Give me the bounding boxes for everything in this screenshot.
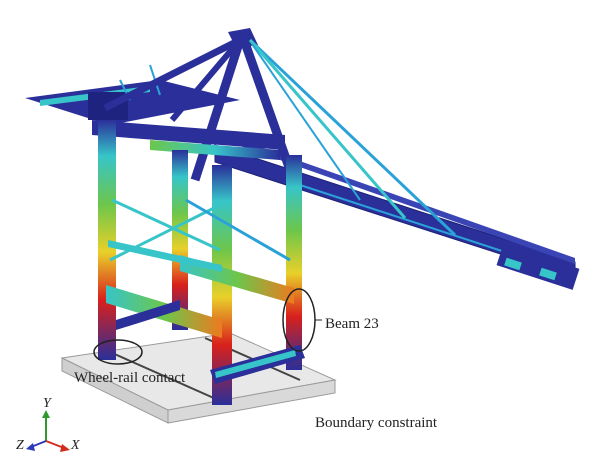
z-axis-label: Z xyxy=(16,438,24,453)
crane-leg-front-left xyxy=(98,120,116,360)
x-axis-label: X xyxy=(71,438,80,453)
wheel-rail-contact-label: Wheel-rail contact xyxy=(74,370,186,386)
beam-23-label: Beam 23 xyxy=(325,316,379,332)
boundary-constraint-label: Boundary constraint xyxy=(315,415,438,431)
upper-cross-beam xyxy=(92,120,285,160)
bottom-sill-beam xyxy=(210,345,305,384)
y-axis-label: Y xyxy=(43,396,51,411)
axis-triad xyxy=(26,410,70,452)
portal-beams xyxy=(106,198,294,338)
boundary-plate xyxy=(60,332,337,424)
crane-jib xyxy=(214,140,580,290)
crane-leg-back-left xyxy=(172,150,188,330)
wheel-rail-contact-marker xyxy=(93,339,143,365)
x-axis-arrow xyxy=(45,440,65,449)
crane-leg-back-right xyxy=(286,155,302,370)
